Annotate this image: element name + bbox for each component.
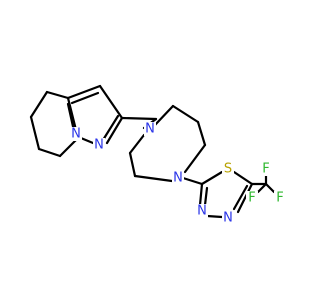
- atom-label-background: [93, 138, 105, 152]
- atom-label-fluorine: F: [262, 162, 269, 177]
- atom-label-background: [144, 122, 156, 136]
- bond: [264, 182, 276, 194]
- atom-label-background: [196, 204, 208, 218]
- bond: [98, 84, 124, 120]
- atom-label-background: [274, 191, 286, 205]
- atom-label-background: [70, 127, 82, 141]
- bond: [200, 170, 224, 186]
- atom-label-background: [260, 162, 272, 176]
- atom-label-nitrogen: N: [94, 138, 104, 153]
- bond: [45, 90, 70, 100]
- bond: [120, 116, 158, 121]
- atom-label-nitrogen: N: [197, 204, 207, 219]
- molecule-structure: N N N N S N N F F F: [29, 84, 286, 226]
- bond: [198, 182, 204, 207]
- bond: [153, 104, 175, 127]
- bond: [205, 214, 224, 219]
- bond: [203, 186, 209, 207]
- bond: [66, 84, 102, 100]
- atom-label-background: [222, 162, 234, 176]
- atom-label-sulfur: S: [224, 162, 232, 177]
- atom-label-fluorine: F: [248, 191, 255, 206]
- atom-labels: N N N N S N N F F F: [70, 122, 286, 226]
- bond: [256, 182, 268, 194]
- bond: [171, 104, 200, 124]
- bond: [232, 184, 249, 211]
- bond: [232, 170, 254, 186]
- bond: [101, 114, 120, 142]
- atom-label-nitrogen: N: [145, 122, 155, 137]
- bond: [29, 90, 49, 119]
- atom-label-fluorine: F: [276, 191, 283, 206]
- bond: [70, 91, 100, 105]
- atom-label-background: [222, 211, 234, 225]
- bond: [58, 138, 78, 158]
- atom-label-nitrogen: N: [223, 211, 233, 226]
- bond: [128, 151, 137, 178]
- bond: [181, 176, 204, 186]
- bond: [66, 96, 78, 132]
- bond: [128, 133, 146, 155]
- atom-label-nitrogen: N: [173, 171, 183, 186]
- bond: [236, 182, 254, 214]
- bond: [29, 115, 41, 151]
- bond: [37, 147, 62, 158]
- bond: [133, 174, 174, 183]
- bond-lines: [29, 84, 276, 219]
- atom-label-background: [172, 171, 184, 185]
- atom-label-nitrogen: N: [71, 127, 81, 142]
- atom-label-background: [246, 191, 258, 205]
- bond: [183, 143, 207, 174]
- bond: [196, 120, 207, 147]
- bond: [105, 116, 124, 145]
